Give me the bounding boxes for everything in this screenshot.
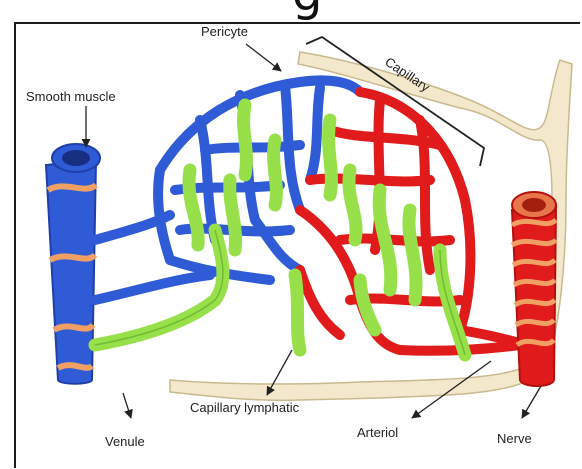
label-smooth-muscle: Smooth muscle [26,89,116,104]
label-nerve: Nerve [497,431,532,446]
venule-leader [123,393,131,418]
label-pericyte: Pericyte [201,24,248,39]
label-venule: Venule [105,434,145,449]
arteriole-vessel [512,192,556,386]
label-arteriol: Arteriol [357,425,398,440]
label-capillary-lymphatic: Capillary lymphatic [190,400,300,415]
pericyte-leader [246,44,281,71]
nerve-leader [522,386,541,418]
